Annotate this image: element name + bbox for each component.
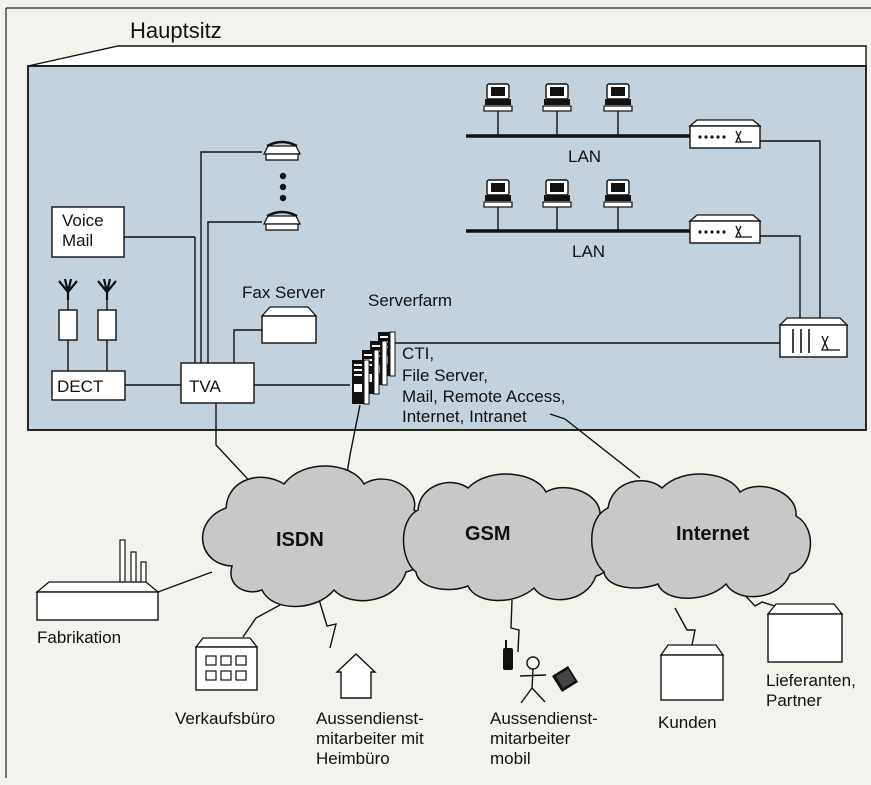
internet-cloud: [591, 473, 812, 599]
serverfarm-label: Serverfarm: [368, 291, 452, 310]
computer-icon: [603, 179, 633, 208]
supplier-building-icon: [766, 603, 844, 663]
router-icon: [688, 119, 762, 149]
fax-server-label: Fax Server: [242, 283, 325, 302]
lan-drops: [497, 111, 619, 231]
mobil-label: mitarbeiter: [490, 729, 571, 748]
voice-mail-box: [51, 206, 125, 258]
server-services-label: File Server,: [402, 366, 488, 385]
mobile-phone-icon: [503, 640, 513, 670]
computer-icon: [603, 83, 633, 112]
voice-mail-label: Voice: [62, 211, 104, 230]
lan-label: LAN: [568, 147, 601, 166]
factory-icon: [35, 539, 160, 621]
tva-label: TVA: [189, 377, 221, 396]
heimbuero-label: Heimbüro: [316, 749, 390, 768]
heimbuero-label: Aussendienst-: [316, 709, 424, 728]
tva-box: [180, 362, 255, 404]
server-services-label: Mail, Remote Access,: [402, 387, 565, 406]
isdn-cloud: [201, 465, 432, 608]
isdn-label: ISDN: [276, 529, 324, 551]
server-services-label: Internet, Intranet: [402, 407, 527, 426]
hq-title: Hauptsitz: [130, 18, 222, 43]
verkaufsbuero-label: Verkaufsbüro: [175, 709, 275, 728]
house-icon: [335, 653, 377, 699]
server-services-label: CTI,: [402, 344, 434, 363]
fabrikation-label: Fabrikation: [37, 628, 121, 647]
computer-icon: [483, 83, 513, 112]
computer-icon: [483, 179, 513, 208]
router-icon: [688, 214, 762, 244]
dect-label: DECT: [57, 377, 103, 396]
office-building-icon: [194, 637, 259, 691]
person-icon: [519, 656, 547, 704]
heimbuero-label: mitarbeiter mit: [316, 729, 424, 748]
external-links: [157, 403, 782, 653]
laptop-icon: [552, 666, 578, 692]
kunden-label: Kunden: [658, 713, 717, 732]
lan-label: LAN: [572, 242, 605, 261]
dect-base-station: [58, 309, 117, 341]
dect-box: [51, 370, 126, 401]
mobil-label: Aussendienst-: [490, 709, 598, 728]
computer-icon: [542, 179, 572, 208]
hq-wiring: [67, 120, 821, 386]
lieferanten-label: Lieferanten,: [766, 671, 856, 690]
fax-server-icon: [260, 306, 318, 344]
lieferanten-label: Partner: [766, 691, 822, 710]
computer-icon: [542, 83, 572, 112]
internet-label: Internet: [676, 523, 750, 545]
customer-building-icon: [659, 644, 725, 701]
more-phones-dots: [279, 172, 287, 202]
switch-icon: [778, 317, 849, 358]
gsm-label: GSM: [465, 523, 511, 545]
voice-mail-label: Mail: [62, 231, 93, 250]
mobil-label: mobil: [490, 749, 531, 768]
